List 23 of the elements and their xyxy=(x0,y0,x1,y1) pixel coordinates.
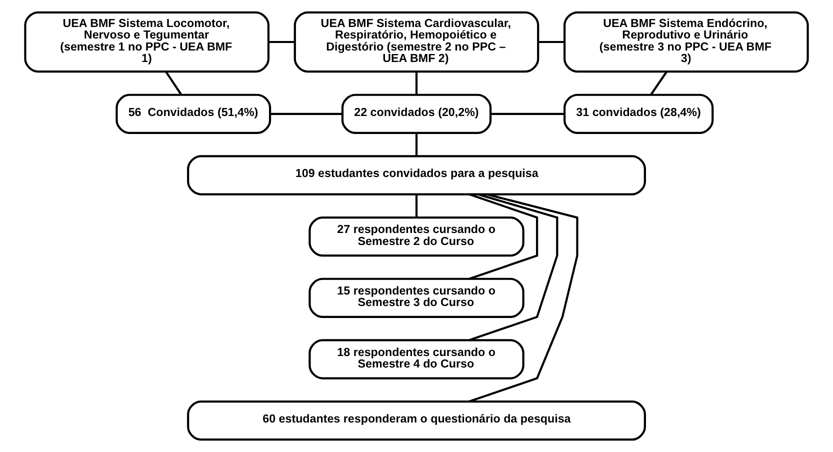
node-box: UEA BMF Sistema Locomotor, Nervoso e Tegumentar (semestre 1 no PPC - UEA BMF 1) xyxy=(24,11,270,73)
connector xyxy=(469,193,578,402)
node-box: 56 Convidados (51,4%) xyxy=(116,94,272,134)
connector xyxy=(490,112,564,115)
node-box: 27 respondentes cursando o Semestre 2 do Curso xyxy=(308,216,524,257)
connector xyxy=(165,71,182,96)
connector xyxy=(268,40,295,44)
node-box: 18 respondentes cursando o Semestre 4 do Curso xyxy=(308,339,524,380)
connector xyxy=(538,40,564,44)
connector xyxy=(469,193,538,280)
node-box: 31 convidados (28,4%) xyxy=(564,94,714,134)
node-box: 60 estudantes responderam o questionário da pesquisa xyxy=(187,400,646,441)
connector xyxy=(415,133,418,156)
connector xyxy=(415,72,418,94)
connector xyxy=(270,112,344,115)
node-box: 109 estudantes convidados para a pesquisa xyxy=(187,155,646,196)
connector xyxy=(469,193,558,342)
node-box: UEA BMF Sistema Cardiovascular, Respiratório, Hemopoiético e Digestório (semestre 2 no PPC – UEA BMF 2) xyxy=(294,11,540,73)
connector xyxy=(415,194,418,218)
node-box: 15 respondentes cursando o Semestre 3 do Curso xyxy=(308,278,524,318)
node-box: UEA BMF Sistema Endócrino, Reprodutivo e Urinário (semestre 3 no PPC - UEA BMF 3) xyxy=(564,11,809,73)
node-box: 22 convidados (20,2%) xyxy=(341,94,492,134)
connector xyxy=(650,71,668,96)
